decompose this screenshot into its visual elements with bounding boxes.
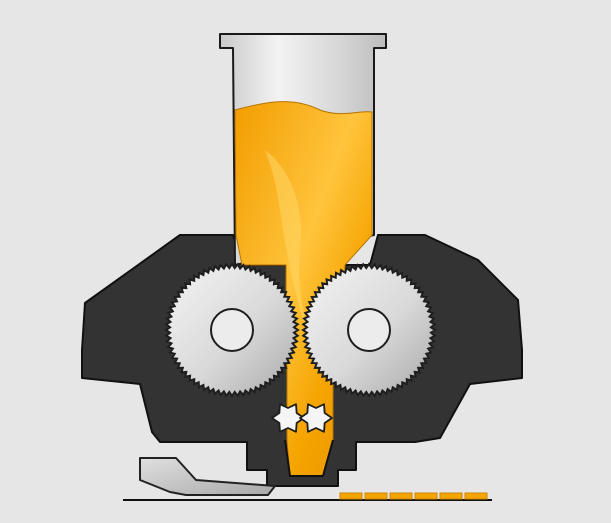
deposited-segment [365, 493, 387, 499]
roller-hub [211, 309, 253, 351]
left-roller [166, 264, 298, 396]
right-roller [303, 264, 435, 396]
deposited-segment [390, 493, 412, 499]
roller-hub [348, 309, 390, 351]
deposited-segment [415, 493, 437, 499]
deposited-layer [340, 493, 487, 499]
deposited-segment [440, 493, 462, 499]
deposited-segment [340, 493, 362, 499]
deposited-segment [465, 493, 487, 499]
